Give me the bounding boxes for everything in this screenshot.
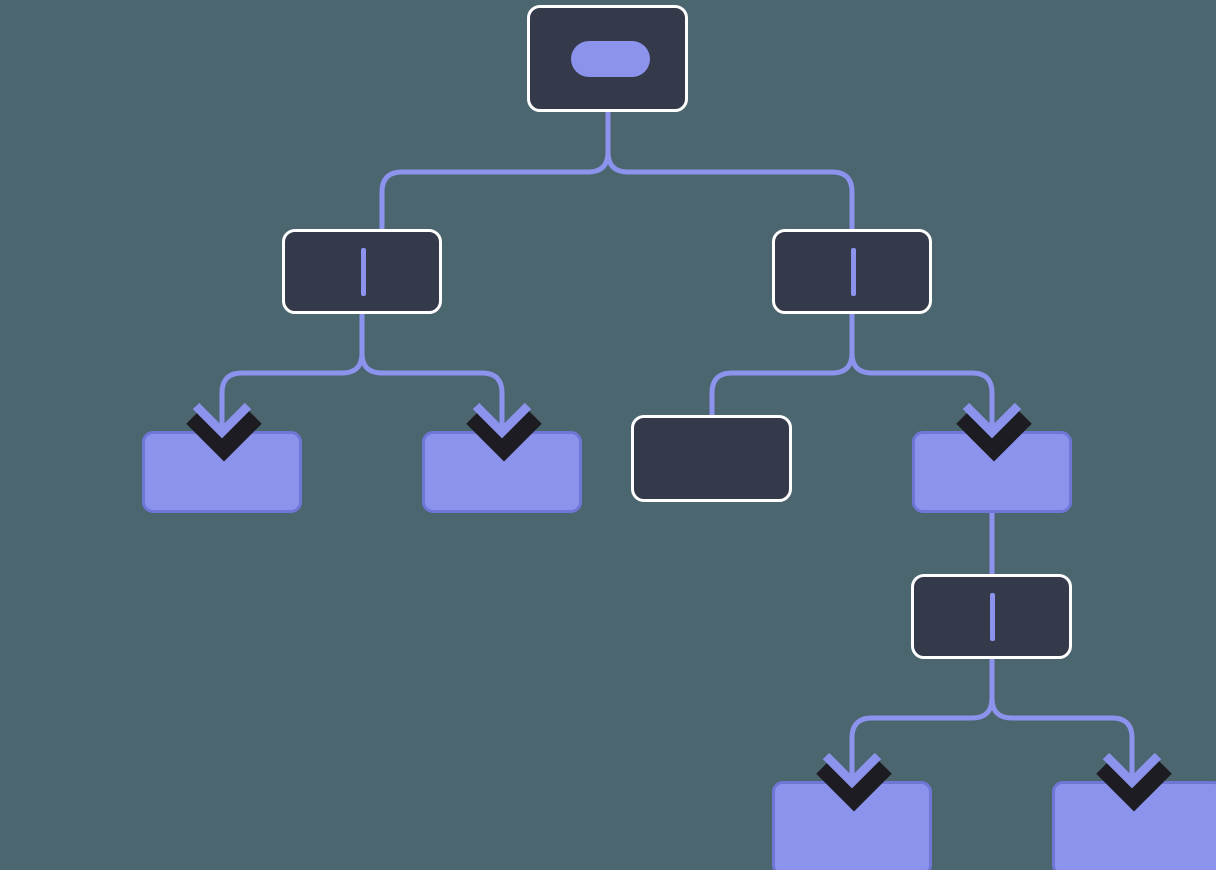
node-n9-leaf[interactable] <box>1052 781 1216 870</box>
node-n7[interactable] <box>911 574 1072 659</box>
node-n8-leaf[interactable] <box>772 781 932 870</box>
node-n2-bar-indicator <box>851 248 856 296</box>
node-n9-label <box>1055 784 1216 870</box>
node-n1-bar-indicator <box>361 248 366 296</box>
node-n1[interactable] <box>282 229 442 314</box>
node-n3-leaf[interactable] <box>142 431 302 513</box>
node-n5-label <box>634 418 789 499</box>
node-n6[interactable] <box>912 431 1072 513</box>
node-n5[interactable] <box>631 415 792 502</box>
node-n8-label <box>775 784 929 870</box>
node-n4-leaf[interactable] <box>422 431 582 513</box>
node-n0-root[interactable] <box>527 5 688 112</box>
node-n3-label <box>145 434 299 510</box>
node-n0-pill-indicator <box>571 41 650 77</box>
node-n2[interactable] <box>772 229 932 314</box>
node-n6-label <box>915 434 1069 510</box>
node-n7-bar-indicator <box>990 593 995 641</box>
node-n4-label <box>425 434 579 510</box>
